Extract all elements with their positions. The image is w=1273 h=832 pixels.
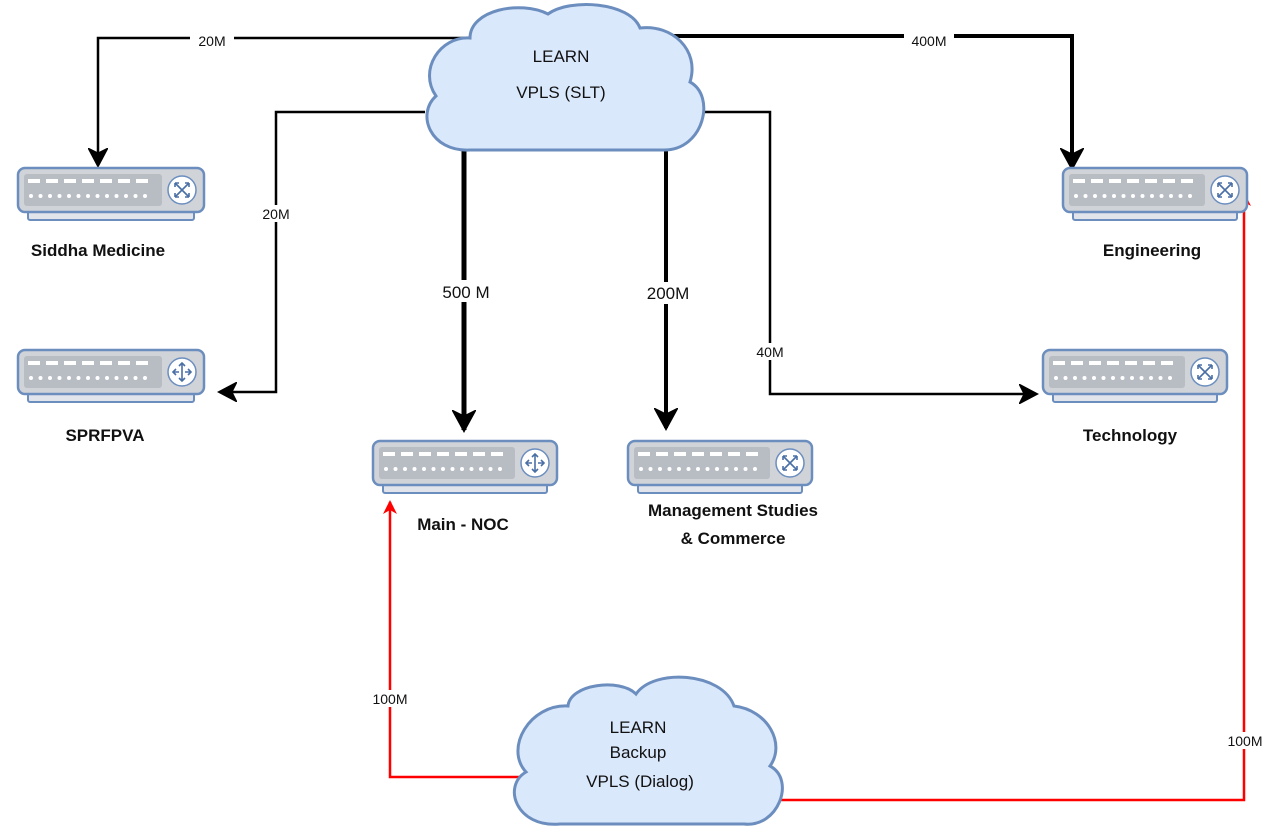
link-sprfpva: [220, 110, 425, 392]
link-engineering-label: 400M: [911, 33, 946, 49]
label-sprfpva: SPRFPVA: [65, 426, 144, 445]
label-engineering: Engineering: [1103, 241, 1201, 260]
cloud-dialog-line2: Backup: [610, 743, 667, 762]
device-sprfpva: [16, 348, 206, 403]
link-sprfpva-label: 20M: [262, 206, 289, 222]
cloud-learn-backup-dialog: LEARN Backup VPLS (Dialog): [513, 675, 784, 826]
cloud-dialog-line3: VPLS (Dialog): [586, 772, 694, 791]
cloud-slt-line1: LEARN: [533, 47, 590, 66]
label-management-line1: Management Studies: [648, 501, 818, 520]
switch-icon: [167, 175, 197, 205]
link-siddha-label: 20M: [198, 33, 225, 49]
switch-icon: [775, 448, 805, 478]
label-technology: Technology: [1083, 426, 1178, 445]
device-management: [626, 439, 814, 494]
device-engineering: [1061, 166, 1249, 221]
link-backup-engineering-label: 100M: [1227, 733, 1262, 749]
link-technology: [700, 110, 1036, 394]
router-icon: [520, 448, 550, 478]
switch-icon: [1210, 175, 1240, 205]
switch-icon: [1190, 357, 1220, 387]
label-management-line2: & Commerce: [681, 529, 786, 548]
device-technology: [1041, 348, 1229, 403]
cloud-dialog-line1: LEARN: [610, 718, 667, 737]
cloud-learn-vpls-slt: LEARN VPLS (SLT): [425, 3, 706, 152]
device-siddha: [16, 166, 206, 221]
link-engineering: [650, 34, 1072, 168]
router-icon: [167, 357, 197, 387]
link-backup-engineering: [755, 192, 1251, 802]
link-backup-main: [383, 500, 520, 779]
link-main-noc-label: 500 M: [442, 283, 489, 302]
link-technology-label: 40M: [756, 344, 783, 360]
link-management-label: 200M: [647, 284, 690, 303]
label-main-noc: Main - NOC: [417, 515, 509, 534]
link-siddha: [98, 36, 470, 165]
device-main-noc: [371, 439, 559, 494]
cloud-slt-line2: VPLS (SLT): [516, 83, 605, 102]
link-backup-main-label: 100M: [372, 691, 407, 707]
label-siddha-medicine: Siddha Medicine: [31, 241, 165, 260]
